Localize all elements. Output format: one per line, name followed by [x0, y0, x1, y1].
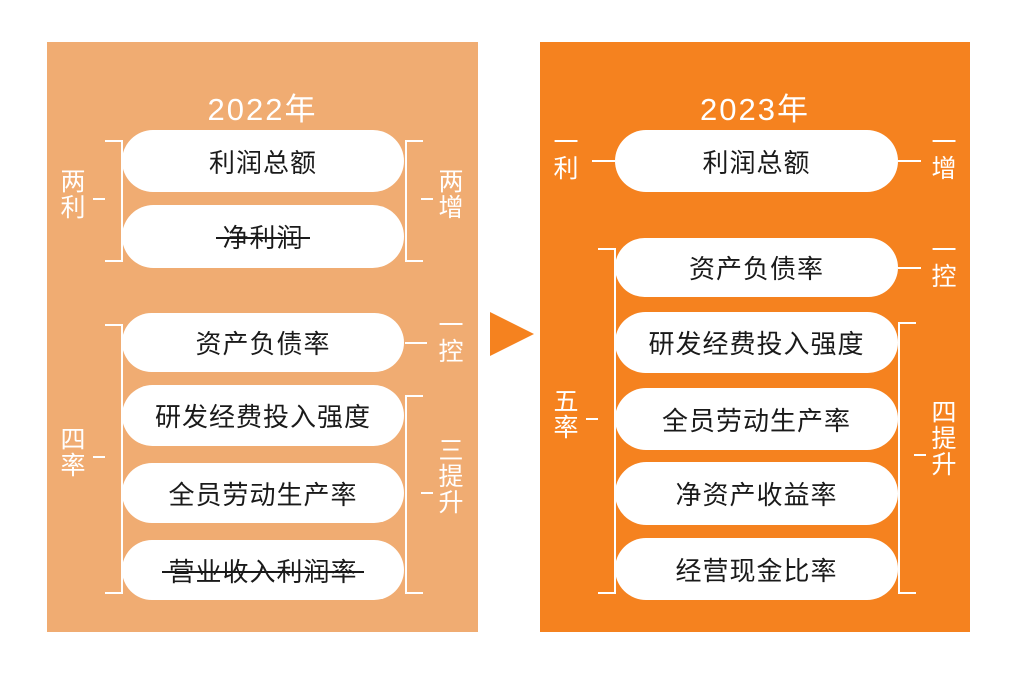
bracket-tick — [586, 418, 598, 420]
label-char: 增 — [438, 194, 464, 222]
node-label: 资产负债率 — [688, 254, 824, 284]
label-char: 升 — [931, 451, 957, 479]
label-char: 五 — [553, 388, 579, 416]
label-char: 两 — [60, 168, 86, 196]
node-label: 全员劳动生产率 — [661, 405, 851, 436]
node-label: 利润总额 — [208, 147, 317, 178]
label-char: 控 — [931, 263, 957, 291]
bracket-2022-sillv — [105, 324, 123, 594]
label-char: 四 — [931, 399, 957, 427]
label-char: 升 — [438, 489, 464, 517]
label-2023-wulv: 五 率 — [551, 389, 581, 441]
label-2023-yili: 一 利 — [551, 130, 581, 182]
bracket-2022-santisheng — [405, 395, 423, 594]
label-char: 提 — [931, 425, 957, 453]
bracket-2022-liangli — [105, 140, 123, 262]
label-char: 率 — [60, 452, 86, 480]
label-char: 利 — [60, 194, 86, 222]
label-char: 一 — [553, 129, 579, 157]
panel-2022: 2022年 利润总额 净利润 资产负债率 研发经费投入强度 全员劳动生产率 营业… — [47, 42, 478, 632]
bracket-tick — [93, 198, 105, 200]
node-2023-roe[interactable]: 净资产收益率 — [615, 462, 898, 525]
label-2022-yikong: 一 控 — [436, 313, 466, 365]
label-char: 一 — [931, 129, 957, 157]
bracket-tick — [93, 456, 105, 458]
label-char: 增 — [931, 155, 957, 183]
connector-dash — [592, 160, 615, 162]
connector-dash — [898, 267, 921, 269]
label-2023-yikong: 一 控 — [929, 238, 959, 290]
label-char: 控 — [438, 338, 464, 366]
node-2023-labor-productivity[interactable]: 全员劳动生产率 — [615, 388, 898, 450]
node-label: 营业收入利润率 — [162, 552, 364, 589]
node-2023-debt-ratio[interactable]: 资产负债率 — [615, 238, 898, 297]
connector-dash — [898, 160, 921, 162]
panel-2022-title: 2022年 — [207, 92, 318, 127]
label-2022-liangzeng: 两 增 — [436, 169, 466, 221]
bracket-tick — [421, 492, 433, 494]
label-char: 三 — [438, 437, 464, 465]
label-2022-liangli: 两 利 — [58, 169, 88, 221]
connector-dash — [405, 342, 427, 344]
label-char: 一 — [438, 312, 464, 340]
panel-2023-title: 2023年 — [700, 92, 810, 127]
label-2023-yizeng: 一 增 — [929, 130, 959, 182]
bracket-2023-sitisheng — [898, 322, 916, 594]
node-label: 研发经费投入强度 — [648, 329, 865, 359]
node-label: 全员劳动生产率 — [168, 479, 358, 510]
node-2022-debt-ratio[interactable]: 资产负债率 — [122, 313, 404, 372]
node-2023-rd-intensity[interactable]: 研发经费投入强度 — [615, 312, 898, 373]
node-label: 净资产收益率 — [675, 480, 838, 510]
label-2022-sillv: 四 率 — [58, 427, 88, 479]
label-2022-santisheng: 三 提 升 — [436, 438, 466, 516]
label-char: 一 — [931, 237, 957, 265]
transition-arrow-icon — [490, 312, 534, 356]
bracket-2022-liangzeng — [405, 140, 423, 262]
label-char: 四 — [60, 426, 86, 454]
node-2022-rd-intensity[interactable]: 研发经费投入强度 — [122, 385, 404, 446]
node-2022-profit-total[interactable]: 利润总额 — [122, 130, 404, 192]
node-label: 经营现金比率 — [675, 555, 838, 586]
label-char: 率 — [553, 414, 579, 442]
panel-2023: 2023年 利润总额 资产负债率 研发经费投入强度 全员劳动生产率 净资产收益率… — [540, 42, 970, 632]
node-2023-operating-cash-ratio[interactable]: 经营现金比率 — [615, 538, 898, 600]
label-2023-sitisheng: 四 提 升 — [929, 400, 959, 478]
node-label: 利润总额 — [702, 147, 811, 178]
node-2023-profit-total[interactable]: 利润总额 — [615, 130, 898, 192]
node-2022-labor-productivity[interactable]: 全员劳动生产率 — [122, 463, 404, 523]
bracket-2023-wulv — [598, 248, 616, 594]
bracket-tick — [421, 198, 433, 200]
node-label: 资产负债率 — [195, 329, 331, 359]
node-2022-operating-margin[interactable]: 营业收入利润率 — [122, 540, 404, 600]
node-2022-net-profit[interactable]: 净利润 — [122, 205, 404, 268]
label-char: 两 — [438, 168, 464, 196]
label-char: 提 — [438, 463, 464, 491]
label-char: 利 — [553, 155, 579, 183]
node-label: 研发经费投入强度 — [154, 402, 371, 432]
node-label: 净利润 — [216, 218, 310, 255]
bracket-tick — [914, 454, 926, 456]
